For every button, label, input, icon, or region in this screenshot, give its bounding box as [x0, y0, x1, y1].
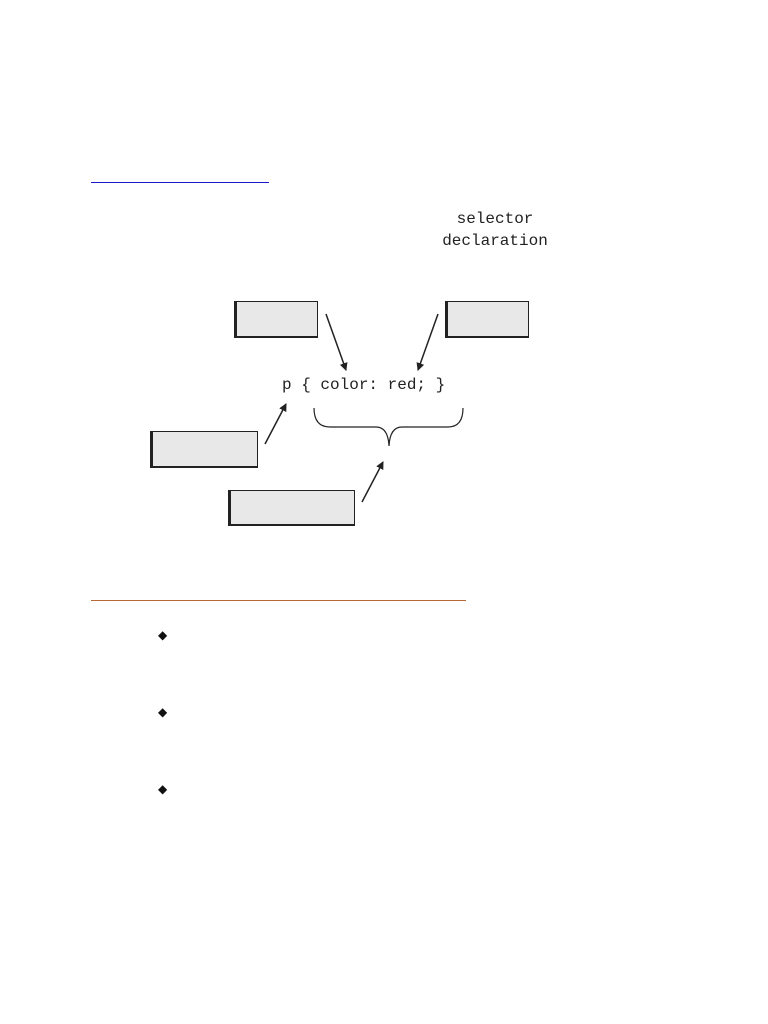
css-rule-code: p { color: red; }	[282, 376, 446, 394]
link-underline[interactable]	[91, 182, 269, 183]
legend: selector declaration	[420, 208, 570, 252]
section-underline	[91, 600, 466, 601]
label-box-declaration-block	[228, 490, 355, 526]
arrow-to-property	[325, 313, 348, 371]
bullet-diamond-icon: ◆	[158, 705, 168, 719]
arrow-to-value	[416, 313, 439, 371]
label-box-selector	[150, 431, 258, 468]
arrow-to-declaration-block	[361, 461, 384, 503]
bullet-diamond-icon: ◆	[158, 628, 168, 642]
bullet-diamond-icon: ◆	[158, 782, 168, 796]
legend-declaration-term: declaration	[442, 232, 548, 250]
arrow-to-selector	[264, 403, 287, 445]
label-box-top-left	[234, 301, 318, 338]
declaration-brace	[313, 407, 464, 447]
label-box-top-right	[445, 301, 529, 338]
legend-selector-term: selector	[456, 210, 534, 228]
